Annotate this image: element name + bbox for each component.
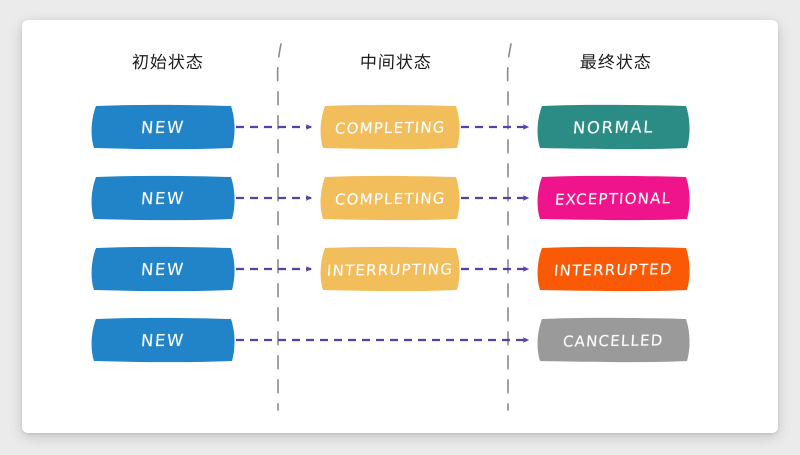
column-dividers — [276, 43, 512, 411]
transition-arrows — [236, 124, 530, 343]
node-new-1[interactable]: NEW — [92, 105, 234, 150]
node-shape-interrupted-3 — [537, 246, 690, 292]
column-header-intermediate: 中间状态 — [359, 53, 433, 73]
node-shape-completing-1 — [320, 104, 460, 150]
node-normal-1[interactable]: NORMAL — [538, 105, 689, 150]
node-cancelled-4[interactable]: CANCELLED — [538, 318, 689, 363]
node-shape-interrupting-3 — [320, 246, 460, 292]
node-interrupting-3[interactable]: INTERRUPTING — [321, 247, 459, 292]
node-label-new-1: NEW — [140, 117, 186, 138]
node-shape-completing-2 — [320, 175, 460, 221]
node-label-completing-1: COMPLETING — [333, 117, 446, 138]
node-shape-exceptional-2 — [537, 175, 690, 221]
node-label-cancelled-4: CANCELLED — [562, 330, 665, 351]
node-interrupted-3[interactable]: INTERRUPTED — [538, 247, 689, 292]
node-label-interrupted-3: INTERRUPTED — [553, 259, 674, 280]
node-shape-new-4 — [91, 317, 235, 363]
node-label-new-2: NEW — [140, 188, 186, 209]
node-new-4[interactable]: NEW — [92, 318, 234, 363]
node-new-2[interactable]: NEW — [92, 176, 234, 221]
node-shapes — [91, 104, 690, 363]
node-completing-2[interactable]: COMPLETING — [321, 176, 459, 221]
node-shape-new-1 — [91, 104, 235, 150]
node-new-3[interactable]: NEW — [92, 247, 234, 292]
node-shape-new-2 — [91, 175, 235, 221]
node-completing-1[interactable]: COMPLETING — [321, 105, 459, 150]
column-header-final: 最终状态 — [579, 53, 653, 73]
diagram-card — [22, 20, 778, 433]
node-shape-new-3 — [91, 246, 235, 292]
column-header-initial: 初始状态 — [131, 53, 205, 73]
node-label-new-3: NEW — [140, 259, 186, 280]
node-shape-cancelled-4 — [537, 317, 690, 363]
node-label-normal-1: NORMAL — [572, 117, 655, 138]
node-label-completing-2: COMPLETING — [333, 188, 446, 209]
node-label-exceptional-2: EXCEPTIONAL — [554, 188, 673, 209]
divider-right — [506, 43, 512, 411]
node-label-interrupting-3: INTERRUPTING — [326, 259, 454, 280]
node-label-new-4: NEW — [140, 330, 186, 351]
divider-left — [276, 43, 282, 411]
node-exceptional-2[interactable]: EXCEPTIONAL — [538, 176, 689, 221]
node-shape-normal-1 — [537, 104, 690, 150]
